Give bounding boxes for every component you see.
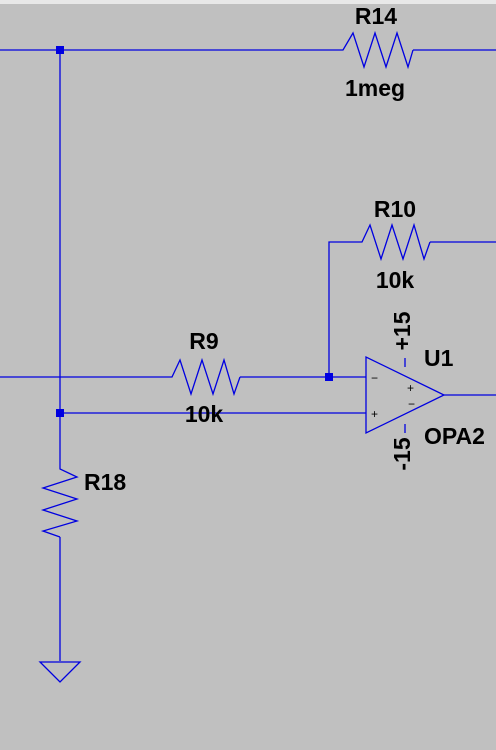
r10-value-label: 10k xyxy=(376,267,415,293)
r14-ref-label: R14 xyxy=(355,3,397,29)
resistor-symbol[interactable] xyxy=(337,30,414,70)
r9-value-label: 10k xyxy=(185,401,224,427)
window-top-edge xyxy=(0,0,496,4)
r9-ref-label: R9 xyxy=(189,328,218,354)
resistor-r10[interactable]: R10 10k xyxy=(355,196,431,293)
vpos-supply-label: +15 xyxy=(389,311,415,350)
junction-dot[interactable] xyxy=(325,373,333,381)
u1-model-label: OPA2 xyxy=(424,423,485,449)
r18-ref-label: R18 xyxy=(84,469,126,495)
resistor-symbol[interactable] xyxy=(166,357,241,397)
junction-dot[interactable] xyxy=(56,409,64,417)
junction-dot[interactable] xyxy=(56,46,64,54)
inverting-input-sign: − xyxy=(371,371,378,385)
resistor-r18[interactable]: R18 xyxy=(40,463,126,538)
wire-feedback-left[interactable] xyxy=(328,241,355,377)
r10-ref-label: R10 xyxy=(374,196,416,222)
vneg-supply-label: -15 xyxy=(389,437,415,470)
r14-value-label: 1meg xyxy=(345,75,405,101)
ground-symbol[interactable] xyxy=(38,661,82,683)
resistor-r9[interactable]: R9 10k xyxy=(166,328,241,427)
vneg-pin-sign: − xyxy=(408,397,415,411)
resistor-symbol[interactable] xyxy=(355,222,431,262)
u1-ref-label: U1 xyxy=(424,345,454,371)
opamp-symbol[interactable] xyxy=(365,355,446,435)
resistor-symbol[interactable] xyxy=(40,463,80,538)
resistor-r14[interactable]: R14 1meg xyxy=(337,3,414,101)
opamp-u1[interactable]: − + + − U1 OPA2 +15 -15 xyxy=(365,311,485,471)
vpos-pin-sign: + xyxy=(407,381,414,395)
noninverting-input-sign: + xyxy=(371,407,378,421)
wires xyxy=(0,49,496,661)
